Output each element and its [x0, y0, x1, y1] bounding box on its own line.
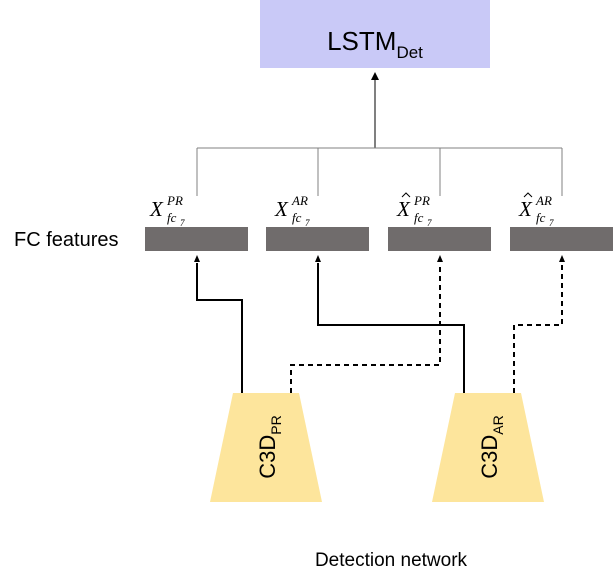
c3d-ar-block	[432, 393, 544, 502]
fc-bar-3	[388, 227, 491, 251]
svg-text:PR: PR	[413, 193, 430, 208]
fc-bar-2	[266, 227, 369, 251]
svg-text:X: X	[518, 197, 533, 221]
arrowhead-fc1	[194, 255, 200, 262]
connector-c3dar-to-fc4	[513, 263, 563, 393]
svg-text:X: X	[149, 197, 164, 221]
arrowhead-fc3	[437, 255, 443, 262]
svg-text:AR: AR	[535, 193, 552, 208]
feature-label-2: X AR fc 7	[274, 193, 310, 228]
svg-text:X: X	[274, 197, 289, 221]
lstm-block	[260, 0, 490, 68]
svg-text:PR: PR	[166, 193, 183, 208]
fc-bar-1	[145, 227, 248, 251]
c3d-pr-label: C3DPR	[255, 415, 284, 478]
svg-text:7: 7	[549, 218, 554, 228]
lstm-label: LSTMDet	[327, 26, 423, 62]
arrowhead-fc2	[315, 255, 321, 262]
connector-c3dar-to-fc2	[317, 263, 465, 393]
c3d-pr-block	[210, 393, 322, 502]
fc-bracket	[196, 147, 563, 196]
svg-text:fc: fc	[292, 210, 302, 225]
fc-features-label: FC features	[14, 229, 118, 251]
svg-text:fc: fc	[536, 210, 546, 225]
svg-text:X: X	[396, 197, 411, 221]
feature-label-1: X PR fc 7	[149, 193, 185, 228]
feature-label-4: X AR fc 7	[518, 192, 554, 228]
svg-text:7: 7	[305, 218, 310, 228]
hat-mark-3	[401, 192, 411, 198]
svg-text:7: 7	[427, 218, 432, 228]
c3d-ar-label: C3DAR	[477, 415, 506, 478]
connector-c3dpr-to-fc1	[196, 263, 243, 393]
fc-bar-4	[510, 227, 613, 251]
caption: Detection network	[315, 550, 468, 571]
arrowhead-fc4	[559, 255, 565, 262]
svg-text:AR: AR	[291, 193, 308, 208]
feature-label-3: X PR fc 7	[396, 192, 432, 228]
svg-text:7: 7	[180, 218, 185, 228]
svg-text:fc: fc	[167, 210, 177, 225]
hat-mark-4	[523, 192, 533, 198]
connector-c3dpr-to-fc3	[290, 263, 441, 393]
svg-text:fc: fc	[414, 210, 424, 225]
lstm-arrowhead	[371, 72, 379, 80]
